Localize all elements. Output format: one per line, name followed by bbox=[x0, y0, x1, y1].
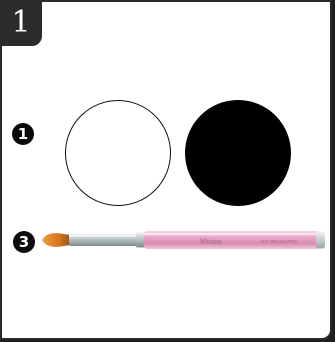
marker-number-one: 1 bbox=[12, 123, 34, 145]
black-circle bbox=[185, 100, 291, 206]
brush-handle-text: ART BRUSH PRO bbox=[260, 239, 297, 244]
brush-end-cap bbox=[316, 232, 325, 249]
brush-bristles bbox=[42, 233, 70, 247]
marker-three-label: 3 bbox=[19, 235, 29, 250]
white-circle bbox=[65, 100, 171, 206]
nail-art-brush-illustration: Mitsuss ART BRUSH PRO bbox=[40, 224, 326, 256]
brush-brand-text: Mitsuss bbox=[200, 238, 222, 246]
step-number: 1 bbox=[11, 8, 30, 38]
marker-one-label: 1 bbox=[18, 127, 28, 142]
marker-number-three: 3 bbox=[13, 231, 35, 253]
step-number-badge: 1 bbox=[0, 0, 42, 46]
